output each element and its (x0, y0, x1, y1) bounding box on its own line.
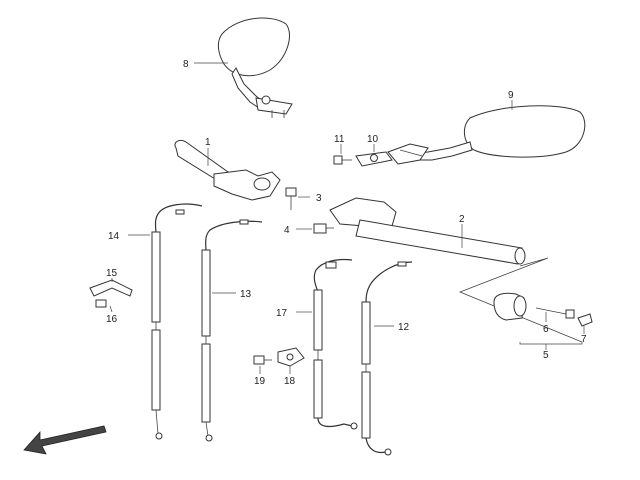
label-11: 11 (334, 134, 345, 145)
label-16: 16 (106, 314, 118, 325)
label-14: 14 (108, 231, 120, 242)
mirror-right (387, 105, 586, 165)
label-19: 19 (254, 376, 266, 387)
label-8: 8 (183, 59, 189, 70)
bolt-19 (253, 355, 272, 365)
bracket-10 (355, 151, 393, 167)
label-13: 13 (240, 289, 252, 300)
label-5: 5 (543, 350, 549, 361)
label-2: 2 (459, 214, 465, 225)
clamp-18 (277, 347, 305, 367)
label-18: 18 (284, 376, 296, 387)
label-6: 6 (543, 324, 549, 335)
label-12: 12 (398, 322, 410, 333)
label-10: 10 (367, 134, 379, 145)
label-4: 4 (284, 225, 290, 236)
bolt-4 (313, 223, 334, 234)
cable-12 (361, 261, 413, 456)
label-9: 9 (508, 90, 514, 101)
bolt-6 (535, 307, 575, 319)
label-3: 3 (316, 193, 322, 204)
clip-7 (577, 313, 593, 327)
grip-5 (493, 292, 527, 321)
leader-16 (109, 305, 113, 313)
cable-13 (201, 219, 263, 442)
handlebar-left (174, 139, 281, 201)
clamp-15 (89, 279, 133, 297)
mirror-left (217, 17, 293, 118)
screw-11 (333, 155, 352, 165)
label-17: 17 (276, 308, 288, 319)
arrow-icon (23, 425, 107, 455)
bolt-16 (95, 299, 107, 308)
label-1: 1 (205, 137, 211, 148)
leader-5 (519, 342, 583, 345)
label-15: 15 (106, 268, 118, 279)
cable-17 (313, 258, 358, 430)
bolt-3 (285, 187, 297, 210)
handlebar-right (329, 197, 526, 265)
cable-14 (151, 203, 203, 440)
label-7: 7 (581, 334, 587, 345)
